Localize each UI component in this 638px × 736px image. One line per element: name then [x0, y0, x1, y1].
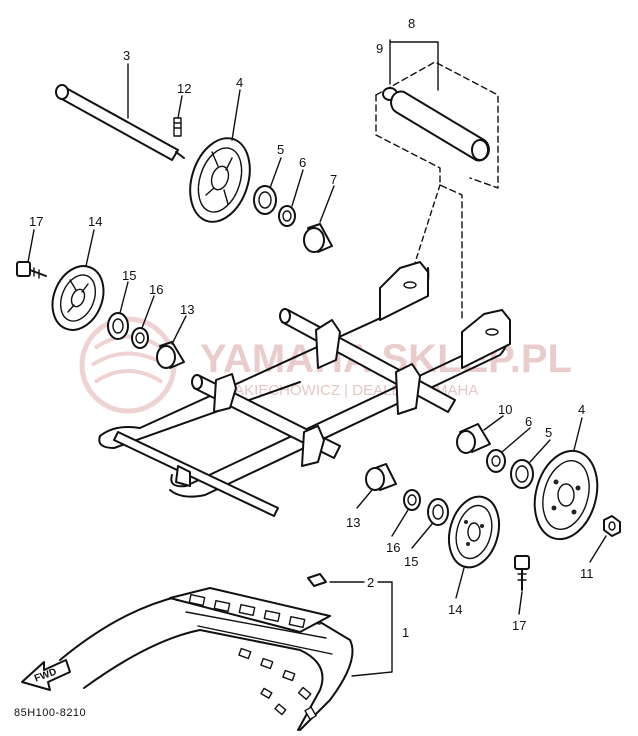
callout-13-left: 13 — [180, 302, 194, 317]
shaft-3 — [55, 84, 185, 161]
callout-3: 3 — [123, 48, 130, 63]
callout-14-right: 14 — [448, 602, 462, 617]
callout-6-upper: 6 — [299, 155, 306, 170]
callout-5-upper: 5 — [277, 142, 284, 157]
track-cleats — [188, 593, 317, 721]
wheel-14-right — [448, 495, 500, 569]
bolt-17-right — [514, 555, 530, 591]
circlip-16-left — [131, 327, 149, 349]
bearing-15-right — [427, 498, 449, 526]
callout-15-left: 15 — [122, 268, 136, 283]
grease-nipple-12 — [173, 117, 182, 137]
callout-8: 8 — [408, 16, 415, 31]
circlip-16-right — [403, 489, 421, 511]
callout-9: 9 — [376, 41, 383, 56]
callout-11: 11 — [580, 566, 594, 581]
callout-15-right: 15 — [404, 554, 418, 569]
stopper-assembly — [375, 61, 499, 319]
callout-6-right: 6 — [525, 414, 532, 429]
track-1 — [59, 587, 354, 731]
callout-16-right: 16 — [386, 540, 400, 555]
callout-4-upper: 4 — [236, 75, 243, 90]
bearing-5-upper — [253, 185, 277, 215]
wheel-4-upper — [189, 137, 251, 223]
collar-7 — [303, 223, 333, 253]
collar-13-left — [156, 341, 185, 369]
bearing-5-right — [510, 459, 534, 489]
callouts: 3 12 4 5 6 7 8 9 17 14 15 16 13 10 6 5 4… — [29, 16, 594, 640]
nut-11 — [603, 515, 621, 537]
callout-16-left: 16 — [149, 282, 163, 297]
callout-17-right: 17 — [512, 618, 526, 633]
callout-7: 7 — [330, 172, 337, 187]
callout-10: 10 — [498, 402, 512, 417]
callout-14-left: 14 — [88, 214, 102, 229]
circlip-6-upper — [278, 205, 296, 227]
bearing-15-left — [107, 312, 129, 340]
callout-5-right: 5 — [545, 425, 552, 440]
callout-4-right: 4 — [578, 402, 585, 417]
fwd-arrow-icon: FWD — [21, 659, 71, 691]
clip-2 — [307, 573, 327, 587]
suspension-frame — [98, 261, 511, 517]
circlip-6-right — [486, 449, 506, 473]
diagram-code: 85H100-8210 — [14, 707, 86, 719]
callout-1: 1 — [402, 625, 409, 640]
wheel-4-right — [533, 449, 599, 541]
bolt-17-left — [16, 261, 47, 279]
callout-12: 12 — [177, 81, 191, 96]
leader-lines — [27, 39, 607, 677]
wheel-14-left — [51, 265, 105, 331]
callout-13-right: 13 — [346, 515, 360, 530]
collar-10 — [456, 423, 491, 454]
collar-13-right — [365, 463, 397, 491]
callout-17-left: 17 — [29, 214, 43, 229]
collar-8 — [390, 90, 490, 162]
callout-2: 2 — [367, 575, 374, 590]
